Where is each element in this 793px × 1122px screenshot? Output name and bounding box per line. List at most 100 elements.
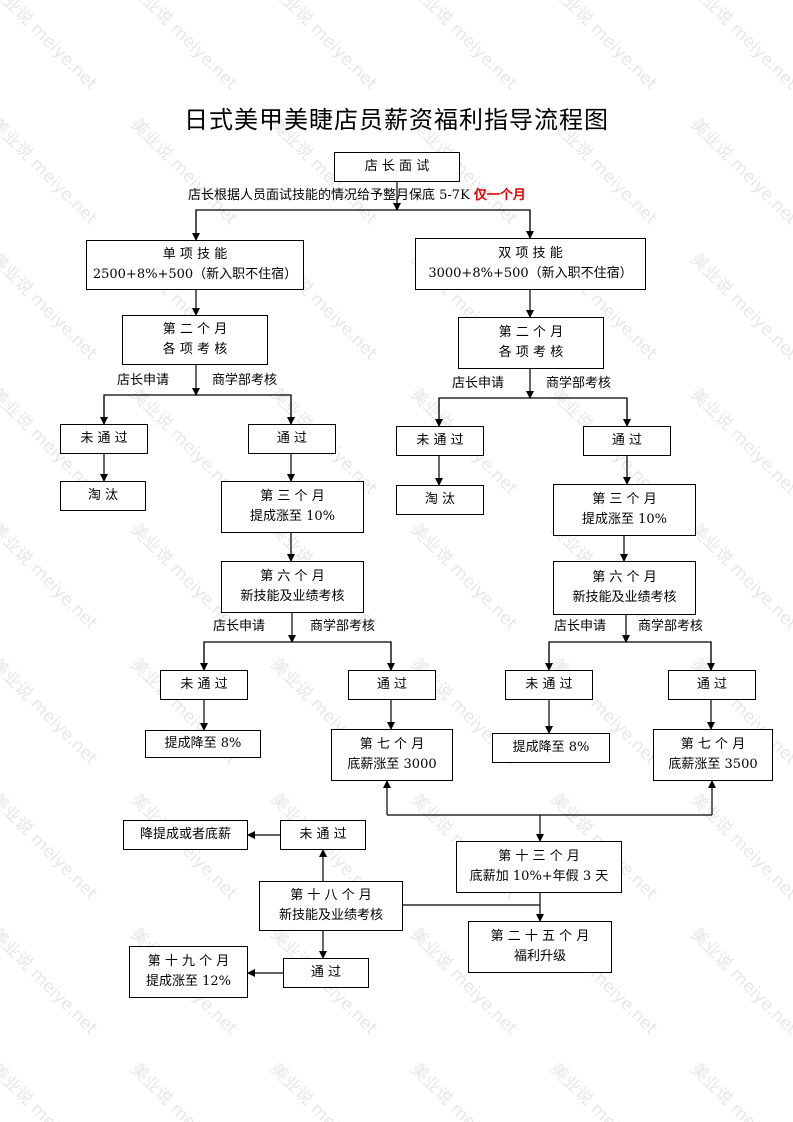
watermark-text: 美业说 meiye.net xyxy=(0,519,101,634)
month18-fail-result-box: 降提成或者底薪 xyxy=(123,820,248,850)
single-skill-salary: 2500+8%+500（新入职不住宿） xyxy=(92,267,298,282)
month18-fail-result-label: 降提成或者底薪 xyxy=(139,827,231,842)
double-month6-title: 第 六 个 月 xyxy=(592,570,657,585)
watermark-text: 美业说 meiye.net xyxy=(0,654,101,769)
watermark-text: 美业说 meiye.net xyxy=(686,249,793,364)
double-skill-salary: 3000+8%+500（新入职不住宿） xyxy=(428,266,633,281)
double-month2-box: 第 二 个 月 各 项 考 核 xyxy=(458,317,604,369)
watermark-text: 美业说 meiye.net xyxy=(126,1059,241,1122)
month18-desc: 新技能及业绩考核 xyxy=(278,908,383,923)
single-month3-box: 第 三 个 月 提成涨至 10% xyxy=(221,481,364,533)
single-fail-label: 未 通 过 xyxy=(80,431,128,446)
watermark-text: 美业说 meiye.net xyxy=(686,384,793,499)
month25-title: 第 二 十 五 个 月 xyxy=(490,929,590,944)
month13-box: 第 十 三 个 月 底薪加 10%+年假 3 天 xyxy=(456,841,622,893)
watermark-text: 美业说 meiye.net xyxy=(686,519,793,634)
single-fail-box-2: 未 通 过 xyxy=(160,670,248,700)
watermark-text: 美业说 meiye.net xyxy=(546,0,661,94)
double-month7-box: 第 七 个 月 底薪涨至 3500 xyxy=(653,729,773,781)
double-fail-label-2: 未 通 过 xyxy=(525,677,573,692)
double-month2-title: 第 二 个 月 xyxy=(498,325,564,340)
month13-desc: 底薪加 10%+年假 3 天 xyxy=(469,869,609,884)
watermark-text: 美业说 meiye.net xyxy=(266,1059,381,1122)
double-month2-desc: 各 项 考 核 xyxy=(498,345,564,360)
double-pass-box-2: 通 过 xyxy=(668,670,756,700)
single-month7-title: 第 七 个 月 xyxy=(359,737,425,752)
double-month3-box: 第 三 个 月 提成涨至 10% xyxy=(553,484,696,536)
double-review-label: 商学部考核 xyxy=(546,376,612,391)
watermark-text: 美业说 meiye.net xyxy=(546,1059,661,1122)
single-apply-label-2: 店长申请 xyxy=(213,619,266,634)
single-month3-desc: 提成涨至 10% xyxy=(249,509,336,524)
double-pass-box: 通 过 xyxy=(583,426,671,456)
single-month6-box: 第 六 个 月 新技能及业绩考核 xyxy=(221,561,364,613)
single-month7-box: 第 七 个 月 底薪涨至 3000 xyxy=(331,729,453,781)
single-month3-title: 第 三 个 月 xyxy=(260,489,325,504)
watermark-text: 美业说 meiye.net xyxy=(406,0,521,94)
double-drop-label: 提成降至 8% xyxy=(512,740,590,755)
double-month7-title: 第 七 个 月 xyxy=(680,737,746,752)
watermark-text: 美业说 meiye.net xyxy=(266,0,381,94)
month19-desc: 提成涨至 12% xyxy=(145,974,232,989)
double-fail-label: 未 通 过 xyxy=(416,433,464,448)
single-drop-label: 提成降至 8% xyxy=(164,736,242,751)
double-month7-desc: 底薪涨至 3500 xyxy=(668,757,758,772)
watermark-text: 美业说 meiye.net xyxy=(406,519,521,634)
double-eliminate-label: 淘 汰 xyxy=(424,492,456,507)
double-apply-label-2: 店长申请 xyxy=(554,619,607,634)
watermark-text: 美业说 meiye.net xyxy=(406,1059,521,1122)
page-title: 日式美甲美睫店员薪资福利指导流程图 xyxy=(184,106,609,134)
interview-box: 店 长 面 试 xyxy=(334,152,460,182)
watermark-text: 美业说 meiye.net xyxy=(686,1059,793,1122)
single-month7-desc: 底薪涨至 3000 xyxy=(347,757,437,772)
double-month6-box: 第 六 个 月 新技能及业绩考核 xyxy=(553,561,696,615)
watermark-text: 美业说 meiye.net xyxy=(0,1059,101,1122)
watermark-text: 美业说 meiye.net xyxy=(0,789,101,904)
interview-note: 店长根据人员面试技能的情况给予整月保底 5-7K 仅一个月 xyxy=(188,188,526,204)
month19-title: 第 十 九 个 月 xyxy=(147,954,230,969)
month13-title: 第 十 三 个 月 xyxy=(498,849,580,864)
single-month6-desc: 新技能及业绩考核 xyxy=(240,589,345,604)
single-apply-label: 店长申请 xyxy=(117,373,170,388)
single-eliminate-box: 淘 汰 xyxy=(60,481,146,511)
double-skill-box: 双 项 技 能 3000+8%+500（新入职不住宿） xyxy=(415,238,646,290)
single-month2-box: 第 二 个 月 各 项 考 核 xyxy=(122,315,268,365)
single-pass-label: 通 过 xyxy=(276,431,308,446)
month18-box: 第 十 八 个 月 新技能及业绩考核 xyxy=(259,881,403,931)
watermark-text: 美业说 meiye.net xyxy=(686,924,793,1039)
single-pass-box-2: 通 过 xyxy=(348,670,436,700)
double-eliminate-box: 淘 汰 xyxy=(396,485,484,515)
single-review-label-2: 商学部考核 xyxy=(310,619,376,634)
single-eliminate-label: 淘 汰 xyxy=(87,488,119,503)
month18-fail-label: 未 通 过 xyxy=(299,827,347,842)
double-drop-box: 提成降至 8% xyxy=(492,733,610,763)
month18-title: 第 十 八 个 月 xyxy=(290,888,372,903)
single-fail-box: 未 通 过 xyxy=(60,424,148,454)
single-month2-desc: 各 项 考 核 xyxy=(162,342,228,357)
double-skill-title: 双 项 技 能 xyxy=(498,246,563,261)
single-review-label: 商学部考核 xyxy=(212,373,278,388)
single-skill-title: 单 项 技 能 xyxy=(162,247,228,262)
month19-box: 第 十 九 个 月 提成涨至 12% xyxy=(129,946,248,998)
watermark-text: 美业说 meiye.net xyxy=(0,0,101,94)
month18-pass-label: 通 过 xyxy=(310,965,342,980)
single-pass-label-2: 通 过 xyxy=(376,677,408,692)
watermark-text: 美业说 meiye.net xyxy=(686,789,793,904)
single-drop-box: 提成降至 8% xyxy=(145,730,261,758)
single-fail-label-2: 未 通 过 xyxy=(180,677,228,692)
double-month6-desc: 新技能及业绩考核 xyxy=(572,590,677,605)
single-month6-title: 第 六 个 月 xyxy=(260,569,325,584)
double-month3-desc: 提成涨至 10% xyxy=(581,512,668,527)
month25-desc: 福利升级 xyxy=(513,949,566,964)
double-month3-title: 第 三 个 月 xyxy=(592,492,657,507)
double-apply-label: 店长申请 xyxy=(452,376,505,391)
interview-note-highlight: 仅一个月 xyxy=(473,188,526,203)
month18-pass-box: 通 过 xyxy=(283,958,369,988)
month18-fail-box: 未 通 过 xyxy=(280,820,366,850)
double-pass-label-2: 通 过 xyxy=(696,677,728,692)
double-pass-label: 通 过 xyxy=(611,433,643,448)
double-fail-box-2: 未 通 过 xyxy=(505,670,593,700)
month25-box: 第 二 十 五 个 月 福利升级 xyxy=(468,921,612,973)
single-skill-box: 单 项 技 能 2500+8%+500（新入职不住宿） xyxy=(86,240,304,290)
single-split-2-bar xyxy=(203,641,392,670)
